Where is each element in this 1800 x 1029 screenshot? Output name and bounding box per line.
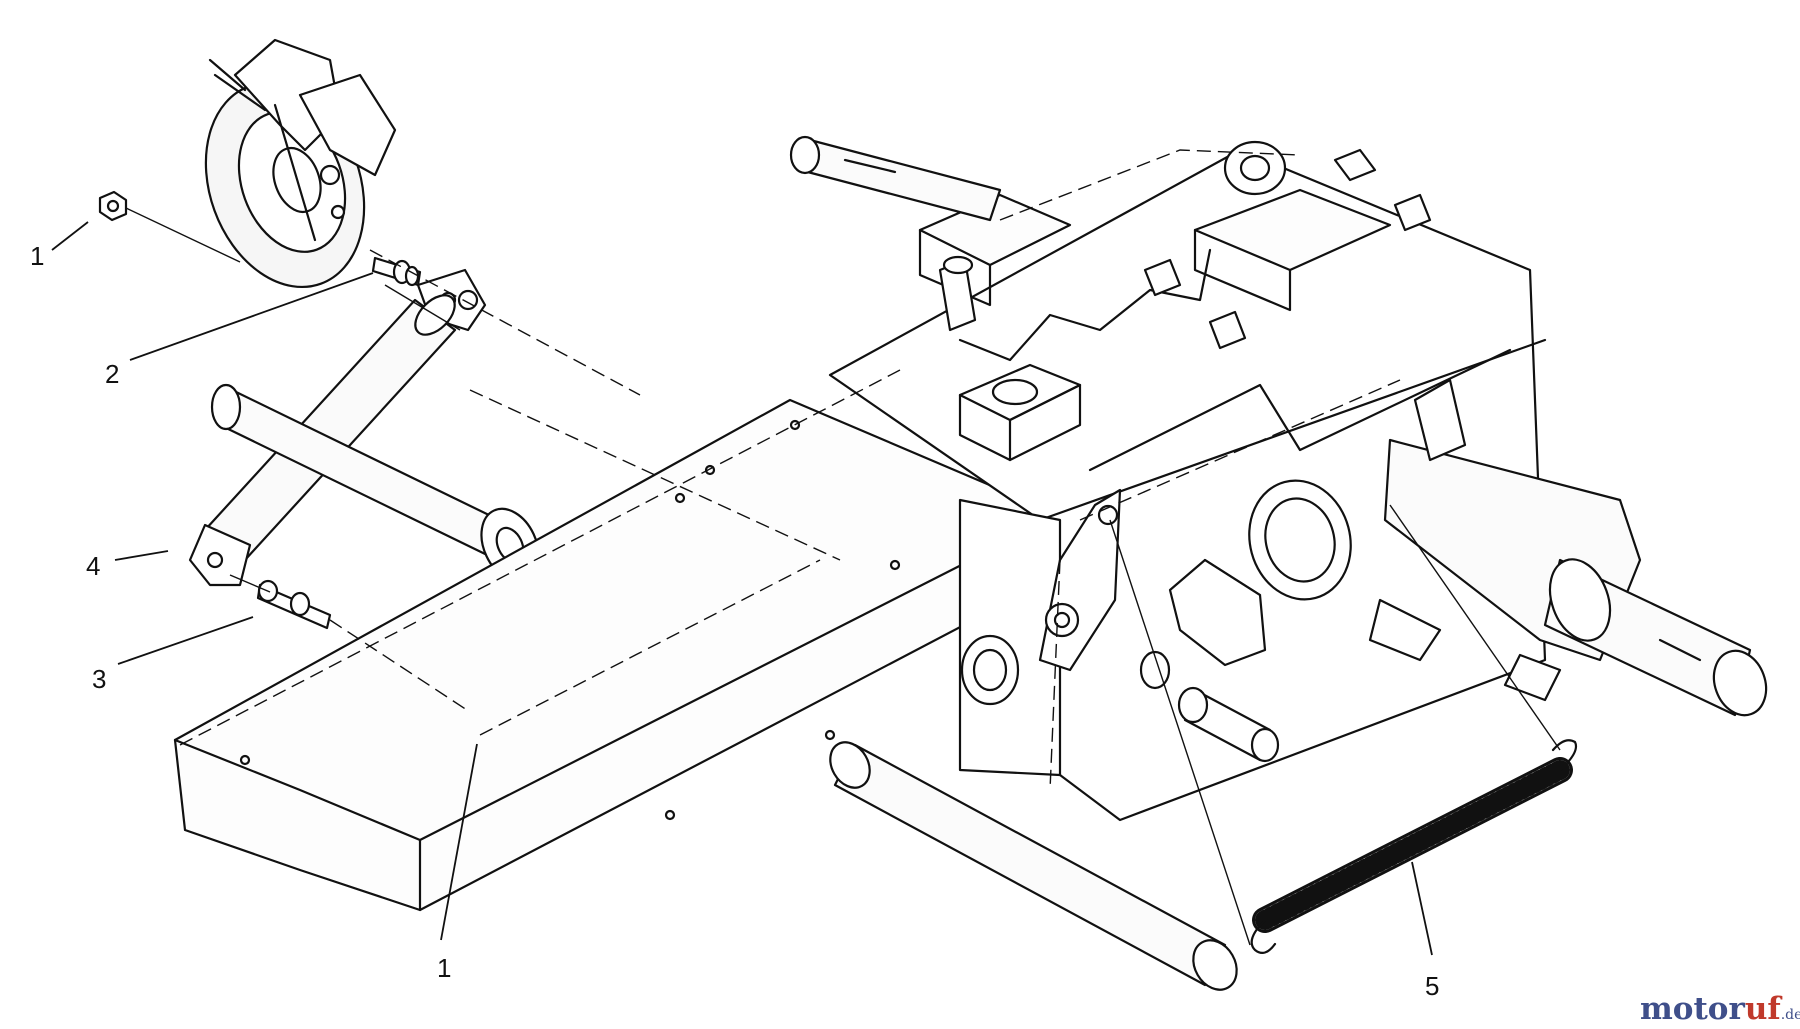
- callout-nut-top: 1: [30, 241, 44, 271]
- alignment-line: [1389, 504, 1561, 751]
- alignment-line: [125, 207, 241, 263]
- control-rod: [188, 294, 457, 587]
- alignment-line: [229, 574, 271, 593]
- callout-rod-end: 4: [86, 551, 100, 581]
- extension-spring: [1250, 739, 1578, 954]
- watermark-logo: motoruf.de: [1640, 991, 1800, 1027]
- nut-top: [98, 190, 128, 222]
- bracket: [1168, 558, 1267, 667]
- pulley-assembly: [204, 38, 397, 289]
- callout-nut-bottom: 1: [437, 953, 451, 983]
- svg-text:motoruf.de: motoruf.de: [1640, 991, 1800, 1027]
- callout-labels: 1 2 4 3 1 5: [30, 241, 1439, 1001]
- leader-4: [114, 550, 169, 561]
- alignment-line: [1109, 519, 1251, 946]
- dashed-line: [329, 619, 471, 713]
- dashed-line: [1049, 559, 1061, 791]
- frame-plate: [173, 398, 1062, 912]
- leader-1-bottom: [440, 743, 478, 941]
- transmission-housing: [828, 148, 1547, 822]
- leader-5: [1411, 861, 1433, 956]
- axle-top-left: [789, 135, 1002, 222]
- dashed-line: [179, 369, 901, 746]
- alignment-lines: [125, 149, 1561, 946]
- dashed-line: [479, 559, 821, 736]
- dashed-line: [369, 249, 641, 396]
- dashed-line: [999, 149, 1301, 221]
- center-block: [958, 363, 1082, 462]
- callout-pin-top: 2: [105, 359, 119, 389]
- callout-pin-bottom: 3: [92, 664, 106, 694]
- callout-leaders: [51, 221, 1433, 956]
- pin-top: [371, 256, 422, 287]
- watermark-brand-a: motor: [1640, 991, 1745, 1027]
- watermark-brand-b: uf: [1745, 991, 1783, 1027]
- callout-spring: 5: [1425, 971, 1439, 1001]
- leader-3: [117, 616, 254, 665]
- watermark-tld: .de: [1781, 1007, 1800, 1023]
- axle-right: [1383, 378, 1768, 717]
- link-arm: [1038, 488, 1122, 672]
- leader-2: [129, 272, 374, 361]
- pin-stub: [1177, 686, 1280, 763]
- pin-bottom: [256, 579, 332, 630]
- cross-tube-front: [829, 741, 1238, 991]
- alignment-line: [384, 284, 461, 331]
- lower-flange: [1368, 598, 1562, 702]
- top-blocks: [918, 140, 1432, 350]
- dashed-line: [469, 389, 841, 561]
- leader-1-top: [51, 221, 89, 251]
- dashed-line: [1079, 379, 1401, 521]
